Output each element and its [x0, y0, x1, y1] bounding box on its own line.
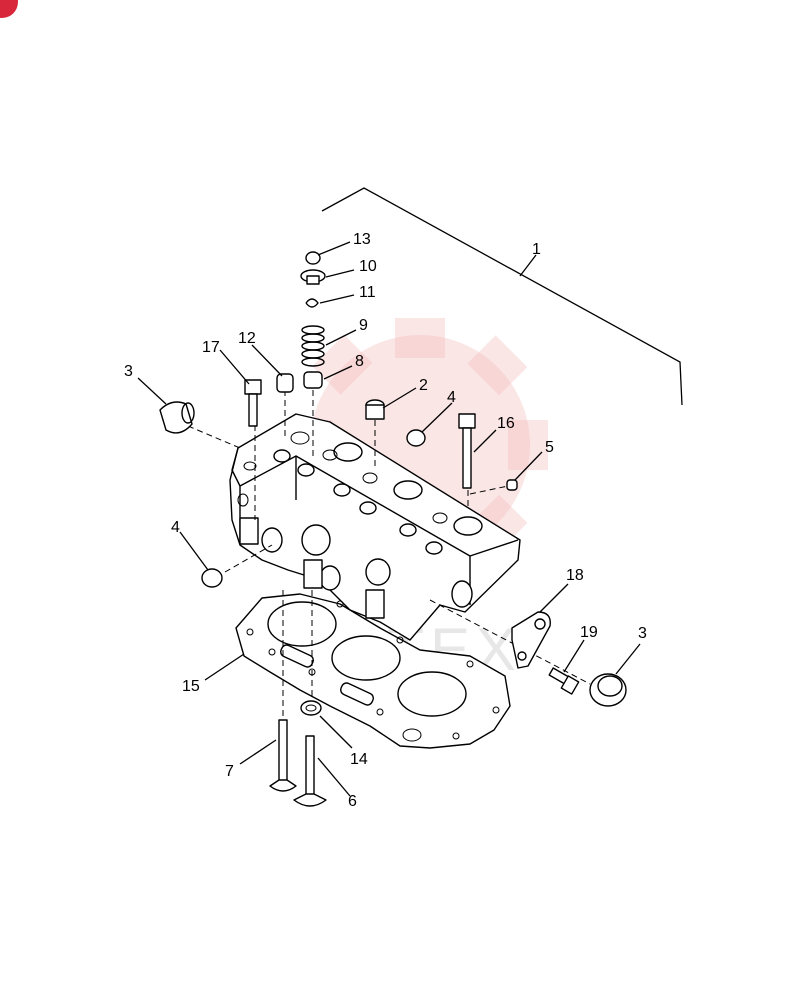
label-2: 2: [419, 377, 428, 394]
label-12: 12: [238, 330, 256, 347]
small-plug: [506, 479, 518, 491]
label-10: 10: [359, 258, 377, 275]
label-17: 17: [202, 339, 220, 356]
expansion-plug-upper: [406, 429, 426, 447]
long-head-bolt: [458, 413, 476, 489]
head-bolt: [244, 379, 262, 427]
label-18: 18: [566, 567, 584, 584]
label-6: 6: [348, 793, 357, 810]
label-14: 14: [350, 751, 368, 768]
label-9: 9: [359, 317, 368, 334]
label-8: 8: [355, 353, 364, 370]
sleeve: [365, 399, 385, 420]
label-1: 1: [532, 241, 541, 258]
corner-badge: [0, 0, 18, 18]
label-19: 19: [580, 624, 598, 641]
valve-spring: [301, 325, 325, 367]
label-16: 16: [497, 415, 515, 432]
bracket-bolt: [548, 667, 580, 695]
head-gasket: [235, 593, 511, 749]
exhaust-valve: [269, 719, 297, 792]
cylinder-head: [229, 413, 521, 641]
stem-seal: [276, 373, 294, 393]
label-3-right: 3: [638, 625, 647, 642]
intake-valve: [293, 735, 327, 807]
label-11: 11: [359, 284, 376, 301]
lifting-bracket: [511, 611, 551, 669]
valve-guide: [303, 371, 323, 389]
cup-plug-right: [589, 673, 627, 707]
label-5: 5: [545, 439, 554, 456]
label-13: 13: [353, 231, 371, 248]
expansion-plug-lower: [201, 568, 223, 588]
label-4-lower: 4: [171, 519, 180, 536]
valve-keeper: [305, 298, 319, 308]
label-7: 7: [225, 763, 234, 780]
cup-plug-left: [159, 401, 195, 434]
label-4-upper: 4: [447, 389, 456, 406]
assembly-bracket: [321, 187, 683, 406]
valve-cap: [305, 251, 321, 265]
label-3-left: 3: [124, 363, 133, 380]
valve-seal: [300, 700, 322, 716]
spring-retainer: [300, 269, 326, 285]
label-15: 15: [182, 678, 200, 695]
